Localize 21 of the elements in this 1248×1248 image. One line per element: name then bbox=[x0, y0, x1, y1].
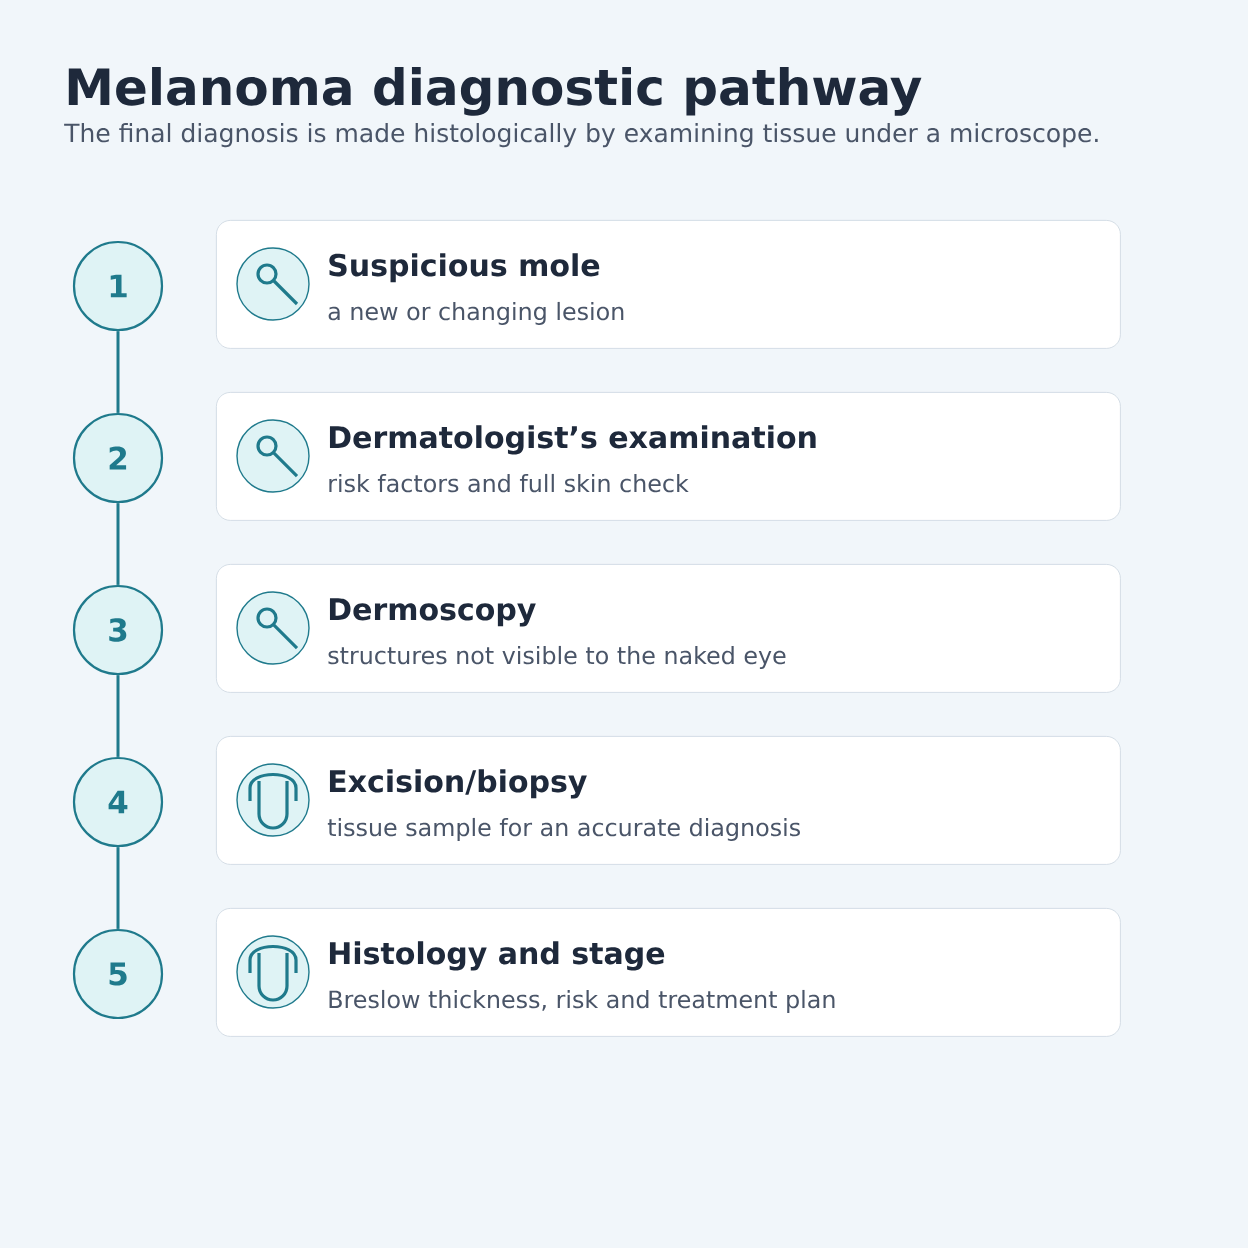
title: Melanoma diagnostic pathway bbox=[68, 67, 922, 116]
subtitle: The final diagnosis is made histologically by examining tissue under a microscope. bbox=[64, 123, 1098, 148]
connector-line bbox=[116, 675, 120, 757]
step-title: Suspicious mole bbox=[329, 253, 600, 283]
step-title: Excision/biopsy bbox=[329, 769, 587, 799]
connector-line bbox=[116, 503, 120, 585]
step-title: Dermatologist’s examination bbox=[329, 425, 816, 455]
step-card bbox=[216, 392, 1121, 521]
step-description: risk factors and full skin check bbox=[329, 473, 689, 493]
step-description: tissue sample for an accurate diagnosis bbox=[327, 817, 800, 841]
step-card bbox=[216, 564, 1121, 693]
connector-line bbox=[116, 847, 120, 929]
step-title: Histology and stage bbox=[329, 941, 665, 971]
step-title: Dermoscopy bbox=[329, 598, 536, 627]
step-card bbox=[216, 736, 1121, 865]
step-card bbox=[216, 220, 1121, 349]
step-description: a new or changing lesion bbox=[328, 301, 624, 325]
step-card bbox=[216, 908, 1121, 1037]
connector-line bbox=[116, 331, 120, 413]
step-description: structures not visible to the naked eye bbox=[328, 645, 786, 669]
step-description: Breslow thickness, risk and treatment plan bbox=[329, 989, 835, 1013]
